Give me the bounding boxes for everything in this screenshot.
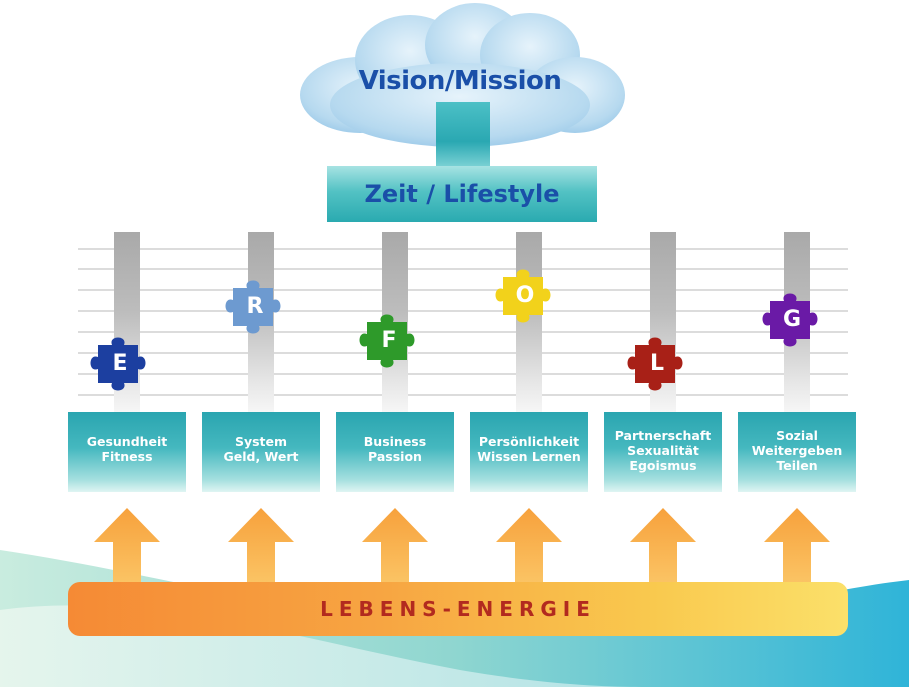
category-box-system: System Geld, Wert: [202, 412, 320, 492]
up-arrow-icon: [630, 508, 696, 590]
grid-line: [78, 373, 848, 375]
up-arrow-icon: [764, 508, 830, 590]
puzzle-letter: E: [112, 350, 128, 376]
lebens-energie-bar: LEBENS-ENERGIE: [68, 582, 848, 636]
grid-line: [78, 289, 848, 291]
puzzle-piece-l-icon: L: [621, 327, 693, 399]
puzzle-piece-e-icon: E: [84, 327, 156, 399]
grid-line: [78, 268, 848, 270]
category-box-partnerschaft: Partnerschaft Sexualität Egoismus: [604, 412, 722, 492]
grid-line: [78, 310, 848, 312]
puzzle-letter: R: [246, 293, 264, 319]
puzzle-letter: G: [782, 306, 802, 332]
zeit-lifestyle-label: Zeit / Lifestyle: [364, 180, 560, 208]
zeit-lifestyle-box: Zeit / Lifestyle: [327, 166, 597, 222]
puzzle-piece-o-icon: O: [489, 259, 561, 331]
puzzle-letter: L: [649, 350, 665, 376]
grid-line: [78, 394, 848, 396]
vision-mission-title: Vision/Mission: [358, 66, 562, 96]
puzzle-piece-g-icon: G: [756, 283, 828, 355]
grid-line: [78, 331, 848, 333]
up-arrow-icon: [362, 508, 428, 590]
up-arrow-icon: [228, 508, 294, 590]
up-arrow-icon: [496, 508, 562, 590]
lebens-energie-label: LEBENS-ENERGIE: [320, 597, 596, 621]
up-arrow-icon: [94, 508, 160, 590]
puzzle-piece-r-icon: R: [219, 270, 291, 342]
grid-line: [78, 352, 848, 354]
puzzle-letter: F: [381, 327, 397, 353]
category-box-business: Business Passion: [336, 412, 454, 492]
category-box-sozial: Sozial Weitergeben Teilen: [738, 412, 856, 492]
puzzle-letter: O: [515, 282, 535, 308]
connector-bar: [436, 102, 490, 168]
grid-line: [78, 248, 848, 250]
puzzle-piece-f-icon: F: [353, 304, 425, 376]
category-box-gesundheit: Gesundheit Fitness: [68, 412, 186, 492]
category-box-persoenlichkeit: Persönlichkeit Wissen Lernen: [470, 412, 588, 492]
